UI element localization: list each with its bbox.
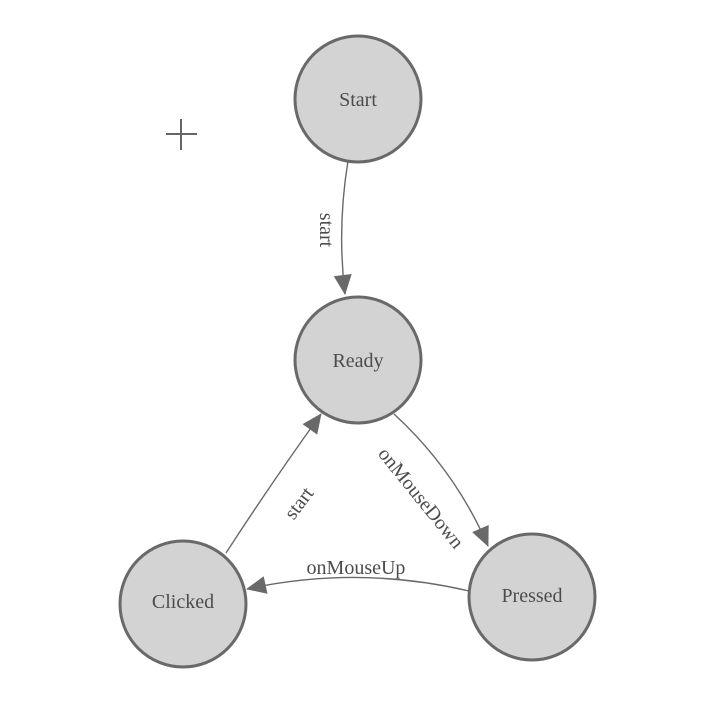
edge-pressed-to-clicked-path[interactable] — [246, 576, 470, 594]
node-ready[interactable]: Ready — [293, 295, 423, 425]
node-clicked[interactable]: Clicked — [118, 539, 248, 669]
edge-pressed-to-clicked-label: onMouseUp — [307, 557, 406, 579]
edge-clicked-to-ready-path[interactable] — [225, 413, 322, 554]
edge-pressed-to-clicked[interactable]: onMouseUp — [246, 557, 470, 594]
node-ready-label: Ready — [332, 350, 383, 372]
node-clicked-label: Clicked — [152, 591, 214, 613]
edge-clicked-to-ready[interactable]: start — [225, 413, 322, 554]
node-start-circle[interactable] — [293, 34, 423, 164]
node-start[interactable]: Start — [293, 34, 423, 164]
node-pressed[interactable]: Pressed — [467, 532, 597, 662]
edge-ready-to-pressed[interactable]: onMouseDown — [373, 413, 489, 553]
node-ready-circle[interactable] — [293, 295, 423, 425]
node-pressed-label: Pressed — [501, 585, 562, 607]
edge-ready-to-pressed-path[interactable] — [393, 413, 489, 547]
node-pressed-circle[interactable] — [467, 532, 597, 662]
edge-start-to-ready[interactable]: start — [315, 160, 352, 295]
edge-clicked-to-ready-label: start — [280, 483, 319, 524]
edge-ready-to-pressed-label: onMouseDown — [373, 443, 468, 553]
edge-start-to-ready-label: start — [315, 213, 337, 248]
plus-crosshair-icon — [166, 119, 197, 150]
edge-start-to-ready-path[interactable] — [333, 160, 352, 295]
node-clicked-circle[interactable] — [118, 539, 248, 669]
node-start-label: Start — [339, 89, 377, 111]
